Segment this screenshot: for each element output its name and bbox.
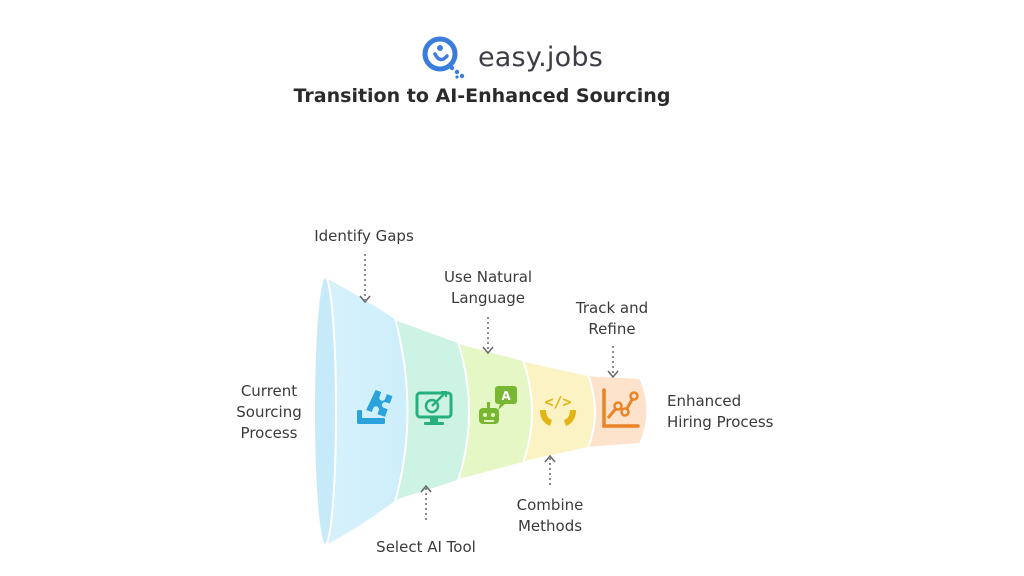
diagram-title: Transition to AI-Enhanced Sourcing [0,85,1024,107]
label-line: Identify Gaps [314,227,414,245]
label-use-natural-language: Use Natural Language [430,267,546,309]
label-current-sourcing-process: Current Sourcing Process [229,381,309,444]
connector-combine-methods [544,454,556,488]
diagram-title-text: Transition to AI-Enhanced Sourcing [293,85,671,107]
label-line: Use Natural [443,268,533,286]
label-line: Select AI Tool [376,538,476,556]
label-line: Refine [588,320,636,338]
svg-text:</>: </> [544,393,571,411]
magnifier-person-icon [422,36,465,79]
brand-name: easy.jobs [478,41,603,73]
label-select-ai-tool: Select AI Tool [360,537,492,558]
label-line: Process [240,424,298,442]
label-line: Hiring Process [667,413,774,431]
label-identify-gaps: Identify Gaps [300,226,428,247]
label-line: Language [450,289,526,307]
code-hands-icon: </> [540,393,576,426]
label-line: Track and [575,299,649,317]
label-line: Combine [516,496,584,514]
label-line: Sourcing [236,403,302,421]
label-track-and-refine: Track and Refine [562,298,662,340]
label-enhanced-hiring-process: Enhanced Hiring Process [667,391,773,433]
connector-select-ai-tool [420,484,432,522]
connector-identify-gaps [359,254,371,304]
robot-chat-icon: A [479,386,517,424]
puzzle-piece-icon [357,389,393,424]
svg-text:A: A [501,389,511,403]
brand-logo: easy.jobs [420,34,603,80]
funnel-mouth [313,276,337,546]
connector-track-and-refine [607,346,619,379]
monitor-target-icon [415,391,453,425]
label-line: Methods [517,517,583,535]
label-combine-methods: Combine Methods [504,495,596,537]
connector-use-natural-language [482,317,494,355]
label-line: Enhanced [667,392,742,410]
line-chart-icon [602,388,640,428]
label-line: Current [240,382,298,400]
